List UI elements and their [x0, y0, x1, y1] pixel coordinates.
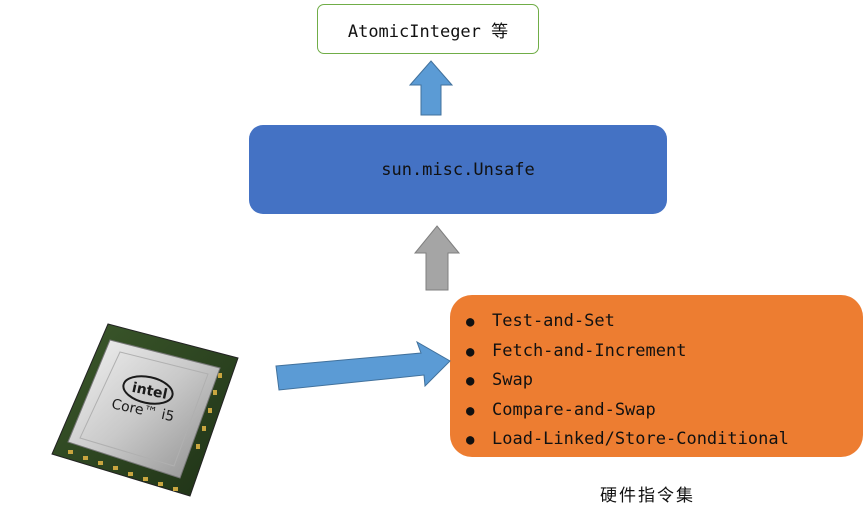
right-arrow-blue: [275, 340, 451, 391]
bullet-icon: ●: [466, 343, 475, 360]
intel-logo-text: intel: [130, 380, 168, 403]
hardware-instructions-box: ●Test-and-Set ●Fetch-and-Increment ●Swap…: [450, 295, 863, 457]
unsafe-box: sun.misc.Unsafe: [249, 125, 667, 214]
bullet-icon: ●: [466, 314, 475, 330]
bullet-icon: ●: [466, 373, 475, 389]
list-item: ●Test-and-Set: [466, 307, 789, 337]
cpu-chip-image: intel Core™ i5: [51, 323, 239, 497]
list-item: ●Fetch-and-Increment: [466, 337, 789, 367]
list-item: ●Swap: [466, 366, 789, 396]
atomic-integer-label: AtomicInteger 等: [347, 21, 509, 42]
bullet-icon: ●: [466, 402, 475, 419]
list-item: ●Compare-and-Swap: [466, 396, 789, 426]
instruction-list: ●Test-and-Set ●Fetch-and-Increment ●Swap…: [466, 307, 789, 455]
unsafe-label: sun.misc.Unsafe: [381, 159, 535, 180]
list-item: ●Load-Linked/Store-Conditional: [466, 425, 789, 455]
up-arrow-gray: [413, 225, 461, 291]
bullet-icon: ●: [466, 432, 475, 448]
up-arrow-blue: [408, 60, 454, 116]
atomic-integer-box: AtomicInteger 等: [317, 4, 539, 54]
hardware-caption: 硬件指令集: [600, 486, 695, 506]
